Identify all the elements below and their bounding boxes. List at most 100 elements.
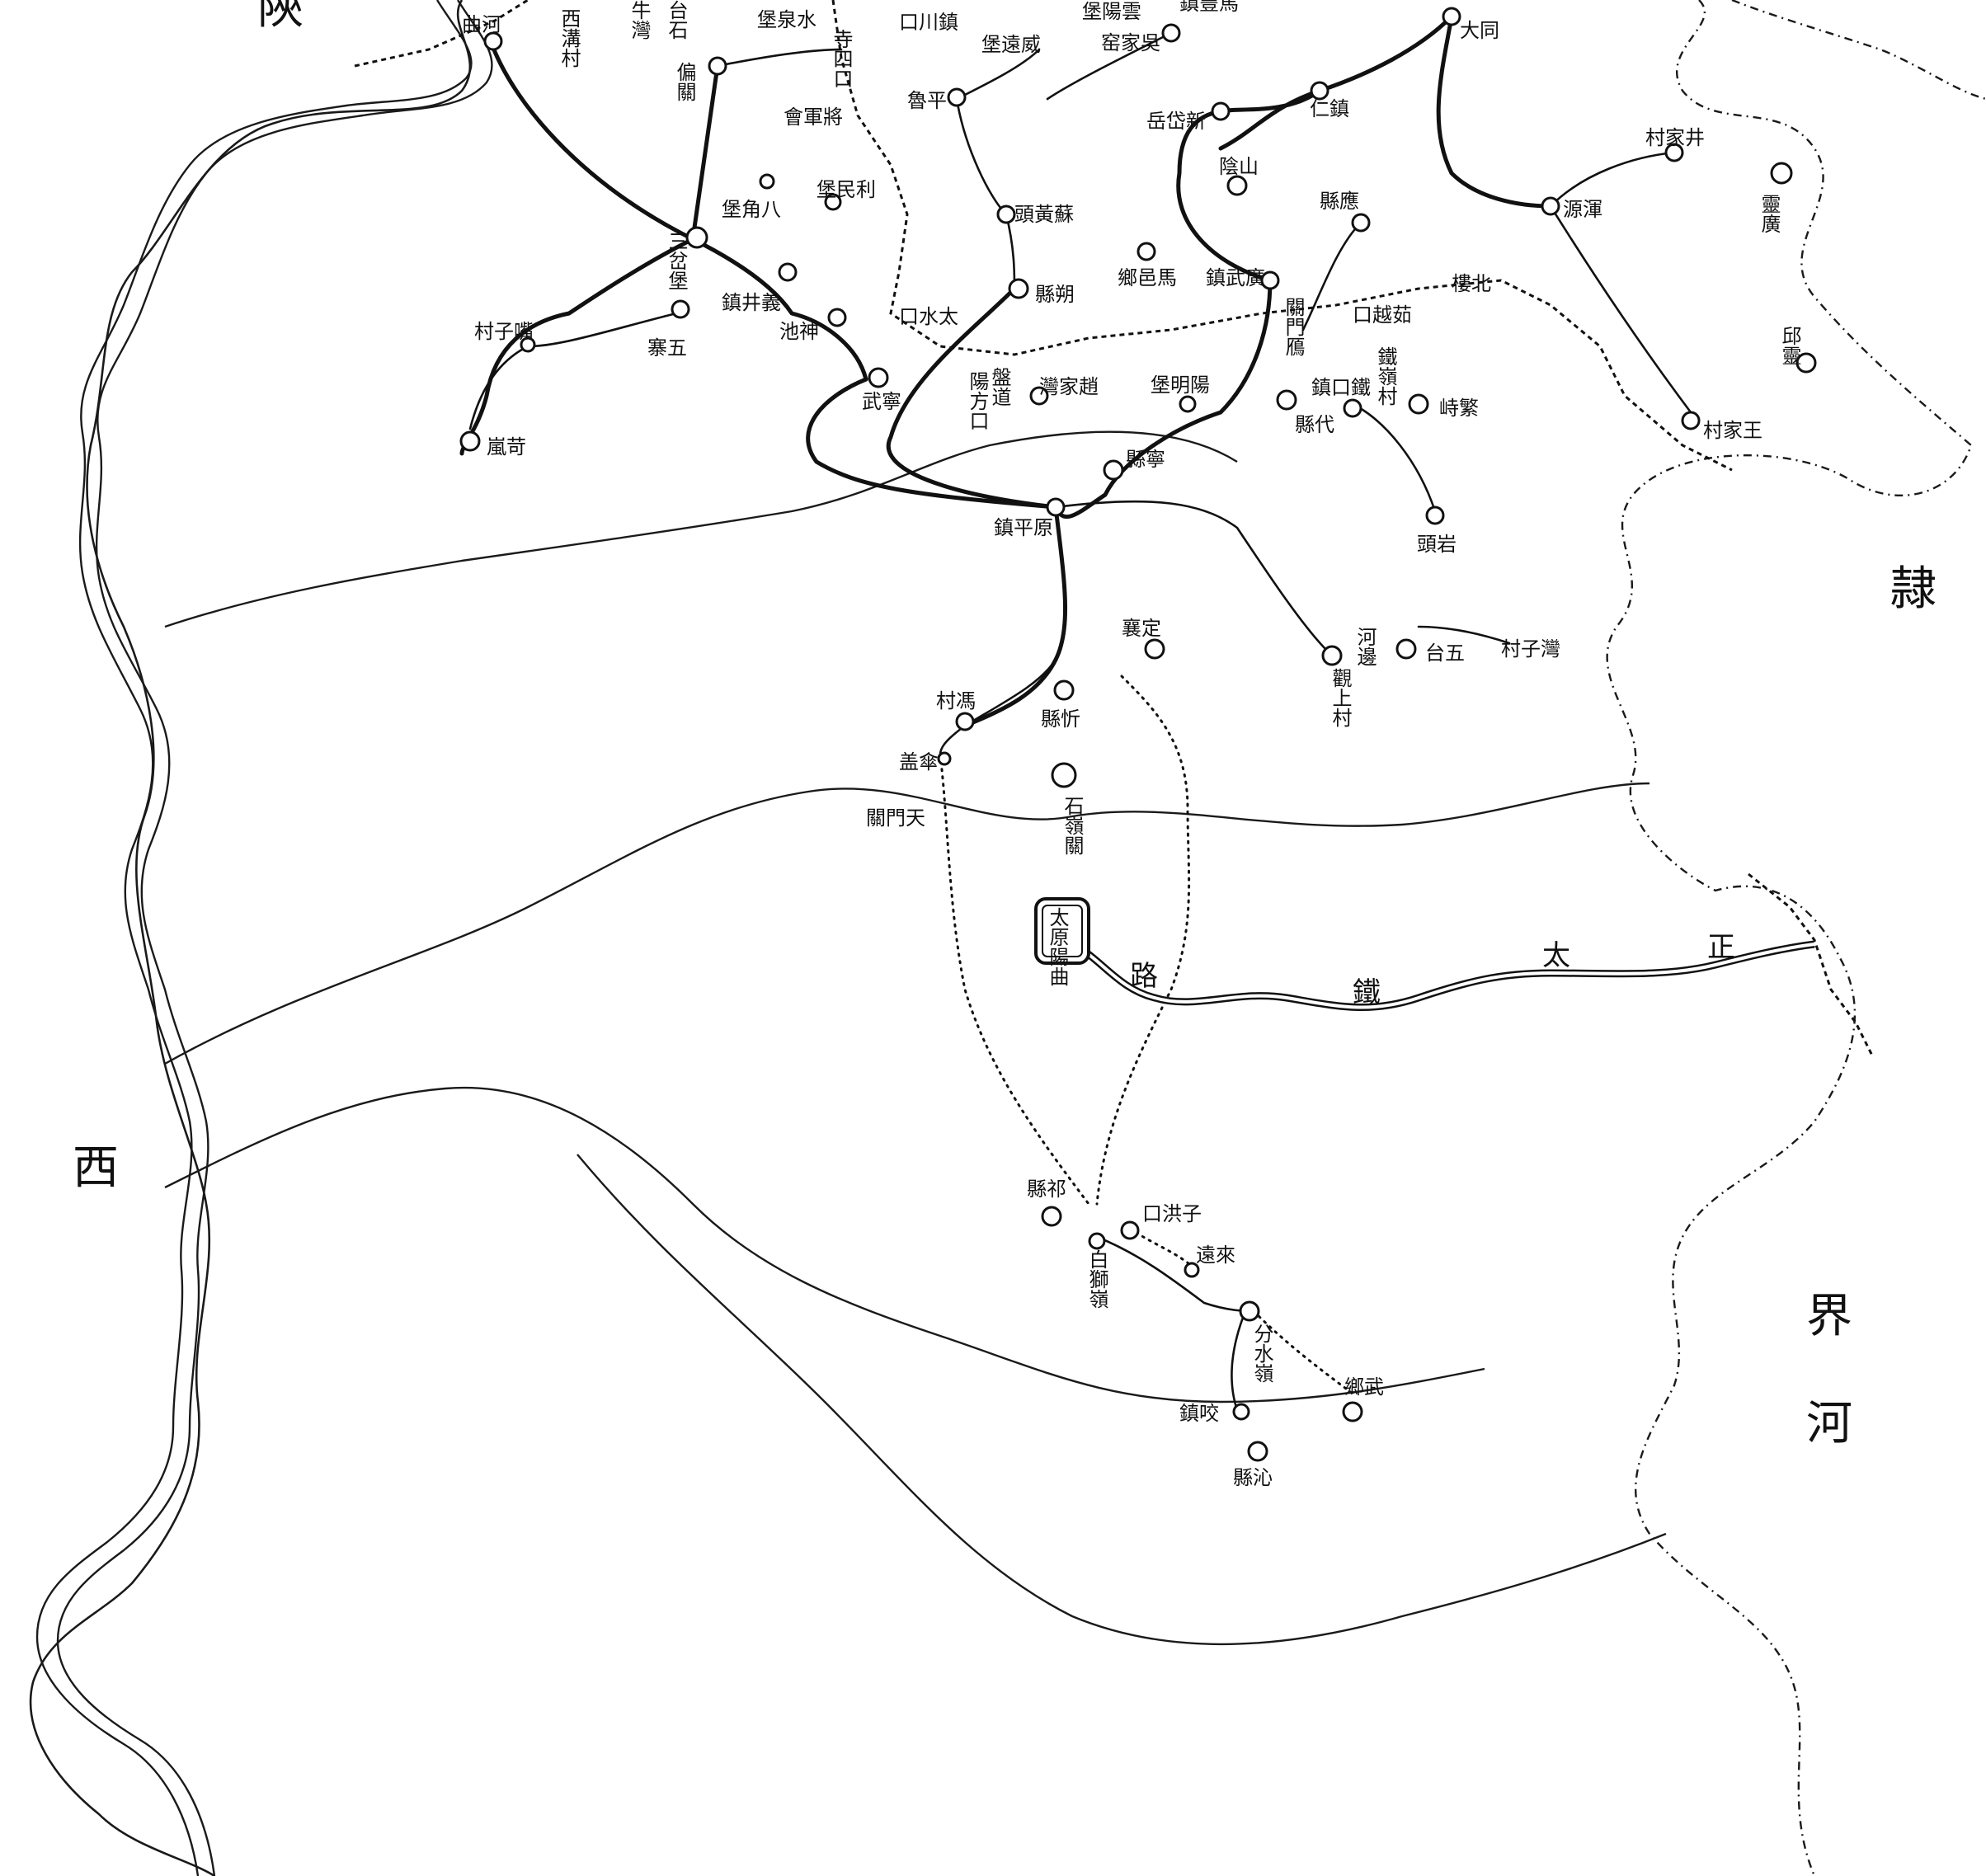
label-xinxian: 縣忻	[1041, 708, 1080, 731]
label-fengzhen: 鎮豐馬	[1179, 0, 1239, 15]
town-yingxian	[1351, 213, 1371, 233]
label-zihongkou: 口洪子	[1142, 1202, 1202, 1225]
label-dingxiang: 襄定	[1122, 617, 1161, 640]
label-yanmenguan: 關門鴈	[1282, 297, 1305, 356]
label-mayixiang: 鄉邑馬	[1118, 266, 1177, 289]
road-suhuang	[955, 97, 1008, 216]
trail-tianmen	[939, 753, 1090, 1206]
label-yangfang: 陽方口	[966, 371, 989, 430]
great-wall-west	[354, 0, 529, 68]
trail-wuxiang	[1252, 1309, 1354, 1395]
road-wanzi	[1417, 625, 1511, 645]
town-yangming	[1179, 395, 1197, 413]
label-jiangjunhui: 會軍將	[784, 106, 843, 129]
label-siwukou: 寺四口	[830, 29, 853, 88]
town-wangjia	[1681, 411, 1701, 430]
inner-river-2	[164, 782, 1650, 1065]
town-shiling	[1051, 762, 1077, 788]
town-datong	[1442, 7, 1461, 26]
label-pianguan: 偏關	[673, 62, 696, 101]
label-hequ: 曲河	[462, 13, 501, 36]
taiyuan-capital-symbol	[1034, 897, 1090, 965]
route-west-corridor	[488, 39, 1058, 510]
label-yangming: 堡明陽	[1151, 374, 1210, 397]
town-fanshi	[1408, 393, 1429, 415]
route-shuoxian-yuanping	[886, 286, 1058, 510]
town-luping	[947, 87, 967, 107]
town-qixian	[1041, 1206, 1062, 1227]
town-shenchi	[827, 308, 847, 327]
label-yuanping: 鎮平原	[994, 516, 1053, 539]
town-yuanping	[1046, 497, 1066, 517]
yellow-river-west-bank	[35, 0, 473, 1876]
town-lan	[459, 430, 481, 452]
trail-shiling	[1095, 675, 1191, 1206]
town-lingqiu	[1795, 352, 1817, 374]
road-fengcun	[939, 658, 1057, 756]
road-fanshi	[1351, 402, 1437, 513]
label-fanshi: 峙繁	[1439, 397, 1479, 420]
label-weiyuan: 堡遠威	[981, 33, 1041, 56]
road-north-2	[955, 48, 1041, 101]
trail-zihong	[1128, 1227, 1198, 1272]
town-zihong	[1120, 1220, 1140, 1240]
town-yinshan	[1226, 175, 1248, 196]
label-shuoxian: 縣朔	[1035, 283, 1075, 306]
label-shuiquan: 堡泉水	[757, 8, 817, 31]
town-hequ	[483, 31, 503, 51]
region-label-hebei-2: 界	[1806, 1290, 1852, 1343]
label-bajiao: 堡角八	[722, 198, 781, 221]
label-lailai: 遠來	[1196, 1244, 1235, 1267]
road-wujia	[1046, 31, 1173, 101]
town-ningwu-xian	[1103, 459, 1124, 481]
route-yanmen-yuanping	[1053, 278, 1273, 520]
town-wuzhai	[671, 299, 690, 319]
label-wutai: 台五	[1425, 642, 1465, 665]
label-guangling: 靈廣	[1758, 194, 1781, 233]
road-shuoxian	[1005, 213, 1016, 290]
inner-river-1	[164, 430, 1238, 628]
northeast-boundary	[1731, 0, 1986, 101]
region-label-hebei-1: 隷	[1890, 562, 1937, 616]
town-ningwu	[868, 367, 889, 388]
town-limin	[824, 193, 842, 211]
eastern-province-boundary	[1606, 0, 1973, 1876]
road-north-1	[716, 48, 843, 68]
town-fenshui	[1239, 1300, 1260, 1322]
label-lanxian: 嵐苛	[487, 435, 526, 458]
town-markers	[459, 7, 1817, 1462]
route-datong-hunyuan	[1436, 14, 1553, 209]
label-shilingguan: 石嶺關	[1061, 796, 1084, 855]
town-jiao	[1232, 1403, 1250, 1421]
town-yantou	[1425, 505, 1445, 525]
label-xigou: 西溝村	[558, 8, 581, 68]
label-daixinyue: 岳岱新	[1146, 110, 1206, 133]
railway-label-lu: 路	[1130, 960, 1158, 993]
label-daixian: 縣代	[1295, 413, 1334, 436]
label-tianmenguan: 關門天	[866, 806, 925, 830]
road-jiaozhen	[1231, 1309, 1247, 1412]
great-wall-central	[831, 0, 1733, 472]
label-taishuikou: 口水太	[899, 305, 958, 328]
label-yanzhen: 鐵嶺村	[1374, 346, 1397, 406]
label-ningwu: 武寧	[862, 390, 901, 413]
town-daixian	[1276, 389, 1297, 411]
zhengtai-railway-inner	[1079, 943, 1815, 1009]
town-gaiqiao	[937, 751, 952, 766]
label-hebian: 河邊	[1353, 627, 1377, 666]
town-fengcun	[955, 712, 975, 731]
town-hebian	[1321, 645, 1343, 666]
label-ruyuekou: 口越茹	[1353, 303, 1412, 327]
town-shuoxian	[1008, 278, 1029, 299]
town-daixin	[1211, 101, 1231, 121]
town-guangwu	[1260, 270, 1280, 290]
label-fengcun: 村馮	[936, 689, 976, 712]
label-tiekou: 鎮口鐵	[1311, 376, 1371, 399]
town-tiekou	[1343, 398, 1362, 418]
town-wujia	[1161, 23, 1181, 43]
railway-label-zheng: 正	[1707, 931, 1735, 964]
route-pianguan	[690, 63, 720, 242]
label-jingjia: 村家井	[1645, 126, 1705, 149]
railway-label-tai: 太	[1542, 939, 1570, 972]
label-yijing: 鎮井義	[722, 291, 781, 314]
